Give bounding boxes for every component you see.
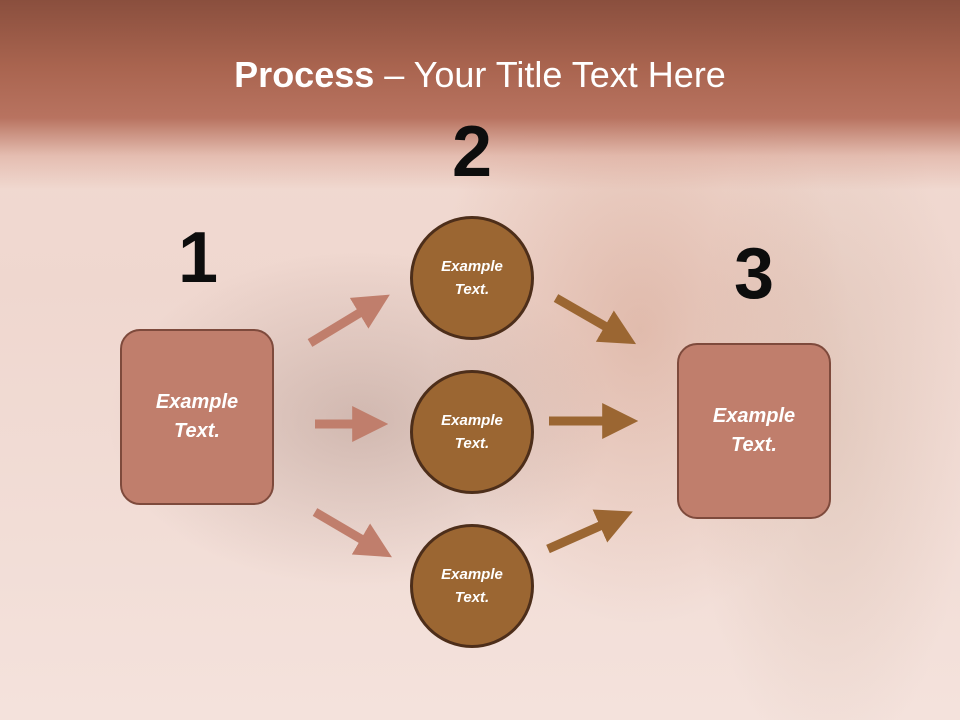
- left-box: Example Text.: [120, 329, 274, 505]
- title-rest: – Your Title Text Here: [374, 54, 726, 95]
- circle-bottom-text: Example Text.: [441, 566, 503, 606]
- arrow-left-to-bottom: [312, 508, 392, 558]
- circle-middle-text: Example Text.: [441, 412, 503, 452]
- title-bold: Process: [234, 54, 375, 95]
- circle-top: Example Text.: [410, 216, 534, 340]
- circle-top-text: Example Text.: [441, 258, 503, 298]
- arrow-bottom-to-right: [546, 509, 633, 554]
- step-number-1: 1: [177, 218, 219, 298]
- circle-bottom: Example Text.: [410, 524, 534, 648]
- arrow-left-to-top: [307, 294, 390, 347]
- slide-title: Process – Your Title Text Here: [0, 52, 960, 98]
- header-band: [0, 0, 960, 190]
- right-box-text: Example Text.: [712, 405, 796, 456]
- step-number-2: 2: [451, 112, 493, 192]
- step-number-3: 3: [733, 234, 775, 314]
- circle-middle: Example Text.: [410, 370, 534, 494]
- arrow-top-to-right: [553, 294, 637, 345]
- left-box-text: Example Text.: [155, 391, 239, 442]
- right-box: Example Text.: [677, 343, 831, 519]
